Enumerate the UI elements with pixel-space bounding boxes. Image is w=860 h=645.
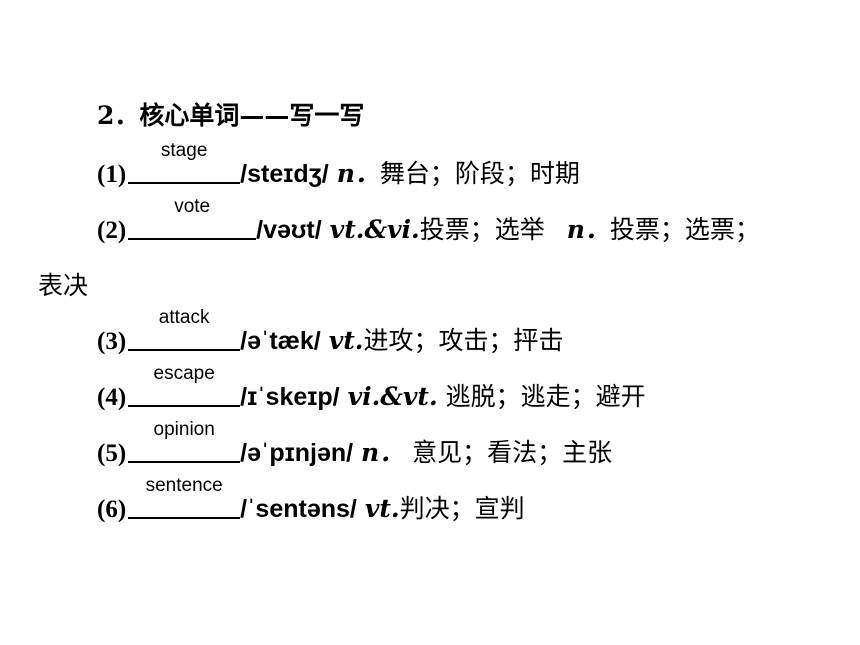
part-of-speech: vt. [364,494,400,523]
answer-blank: escape [128,363,241,407]
phonetic: /əˈpɪnjən/ [240,439,354,467]
part-of-speech: n． [336,159,380,188]
answer-blank: vote [128,196,257,240]
answer-text: opinion [153,419,215,440]
meaning: 意见；看法；主张 [412,438,613,467]
answer-text: sentence [145,475,223,496]
meaning: 舞台；阶段；时期 [379,159,580,188]
section-heading: 2．核心单词——写一写 [97,101,365,130]
phonetic: /ˈsentəns/ [240,495,357,523]
answer-text: escape [153,363,215,384]
meaning: 逃脱；逃走；避开 [445,382,646,411]
phonetic: /steɪdʒ/ [240,160,329,188]
answer-text: vote [174,196,211,217]
item-number: (1) [97,161,127,188]
item-number: (5) [97,440,127,467]
phonetic: /vəʊt/ [256,216,322,244]
meaning-2: 投票；选票； [609,215,760,244]
part-of-speech: n． [361,438,405,467]
vocab-item-6: (6) sentence/ˈsentəns/ vt.判决；宣判 [97,475,525,529]
item-number: (4) [97,384,127,411]
meaning-continuation: 表决 [38,271,89,300]
answer-blank: stage [128,140,241,184]
part-of-speech: vi.&vt. [347,382,438,411]
part-of-speech: vt.&vi. [329,215,420,244]
part-of-speech-2: n． [566,215,610,244]
phonetic: /ɪˈskeɪp/ [240,383,340,411]
answer-text: attack [158,307,210,328]
answer-blank: attack [128,307,241,351]
vocab-item-2: (2) vote/vəʊt/ vt.&vi.投票；选举 n．投票；选票； [97,196,760,250]
meaning: 判决；宣判 [399,494,525,523]
vocab-item-3: (3) attack/əˈtæk/ vt.进攻；攻击；抨击 [97,307,564,361]
vocab-item-5: (5) opinion/əˈpɪnjən/ n． 意见；看法；主张 [97,419,613,473]
part-of-speech: vt. [328,326,364,355]
phonetic: /əˈtæk/ [240,327,321,355]
item-number: (2) [97,217,127,244]
answer-blank: opinion [128,419,241,463]
answer-blank: sentence [128,475,241,519]
vocab-item-1: (1) stage/steɪdʒ/ n．舞台；阶段；时期 [97,140,580,194]
meaning: 投票；选举 [419,215,545,244]
meaning: 进攻；攻击；抨击 [363,326,564,355]
item-number: (3) [97,328,127,355]
answer-text: stage [160,140,208,161]
vocab-item-4: (4) escape/ɪˈskeɪp/ vi.&vt. 逃脱；逃走；避开 [97,363,646,417]
item-number: (6) [97,496,127,523]
